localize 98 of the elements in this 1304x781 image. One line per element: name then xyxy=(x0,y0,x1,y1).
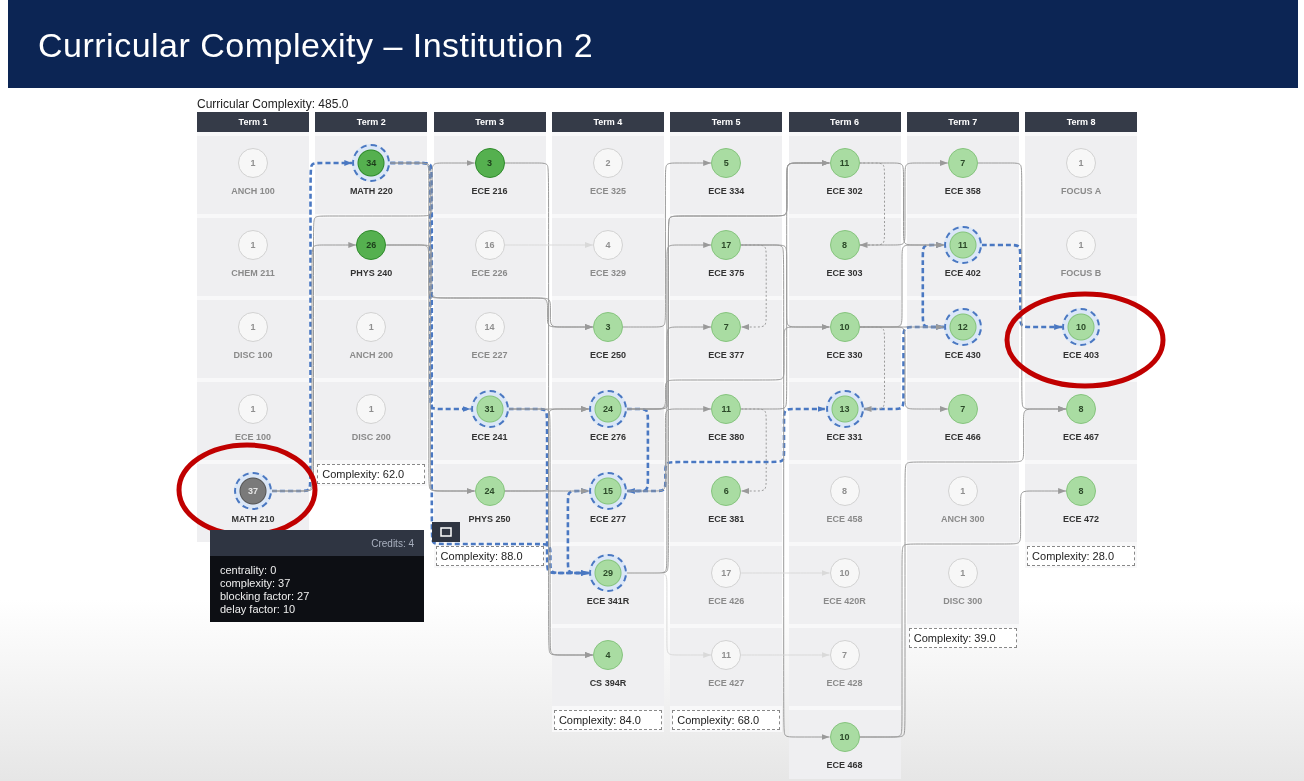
term-header: Term 3 xyxy=(433,112,546,132)
prerequisite-arrow xyxy=(566,488,589,575)
course-label: DISC 100 xyxy=(233,350,273,361)
course-label: ECE 302 xyxy=(826,186,863,197)
course-label: ANCH 200 xyxy=(349,350,394,361)
prerequisite-arrow xyxy=(626,407,650,494)
course-label: ECE 458 xyxy=(826,514,863,525)
prerequisite-arrow xyxy=(504,242,594,248)
prerequisite-arrow xyxy=(740,408,767,494)
course-label: ECE 468 xyxy=(826,760,863,771)
course-label: FOCUS A xyxy=(1061,186,1102,197)
prerequisite-arrow xyxy=(626,572,712,658)
prerequisite-arrow xyxy=(272,160,353,493)
course-label: ECE 381 xyxy=(708,514,745,525)
course-label: ECE 426 xyxy=(708,596,745,607)
term-column xyxy=(788,112,901,779)
course-label: ECE 403 xyxy=(1063,350,1100,361)
course-label: MATH 220 xyxy=(349,186,393,197)
course-label: DISC 300 xyxy=(943,596,983,607)
prerequisite-arrow xyxy=(626,406,826,493)
course-label: ECE 276 xyxy=(589,432,626,443)
course-label: ECE 375 xyxy=(708,268,745,279)
prerequisite-arrow xyxy=(859,488,1067,738)
prerequisite-arrow xyxy=(740,244,830,740)
tooltip xyxy=(210,530,424,622)
course-label: FOCUS B xyxy=(1060,268,1102,279)
complexity-box: Complexity: 62.0 xyxy=(317,464,426,484)
course-label: ECE 377 xyxy=(708,350,745,361)
tooltip-line: blocking factor: 27 xyxy=(220,590,310,602)
total-complexity-text: Curricular Complexity: 485.0 xyxy=(197,97,349,111)
course-label: DISC 200 xyxy=(351,432,391,443)
term-column xyxy=(1025,112,1138,568)
course-label: MATH 210 xyxy=(231,514,275,525)
term-column xyxy=(670,112,783,732)
term-header: Term 7 xyxy=(906,112,1019,132)
prerequisite-arrow xyxy=(740,244,767,330)
course-label: ECE 467 xyxy=(1063,432,1100,443)
course-label: PHYS 250 xyxy=(468,514,511,525)
course-label: ECE 241 xyxy=(471,432,508,443)
term-column xyxy=(433,112,546,568)
course-label: ECE 430 xyxy=(944,350,981,361)
tooltip-line: centrality: 0 xyxy=(220,564,277,576)
complexity-box: Complexity: 28.0 xyxy=(1027,546,1136,566)
course-label: ECE 329 xyxy=(589,268,626,279)
slide-title: Curricular Complexity – Institution 2 xyxy=(38,26,594,65)
complexity-box: Complexity: 39.0 xyxy=(908,628,1017,648)
course-label: ECE 331 xyxy=(826,432,863,443)
course-label: ECE 380 xyxy=(708,432,745,443)
complexity-box: Complexity: 88.0 xyxy=(435,546,544,566)
course-label: CS 394R xyxy=(589,678,627,689)
course-label: ECE 250 xyxy=(589,350,626,361)
term-header: Term 4 xyxy=(551,112,664,132)
course-label: ECE 227 xyxy=(471,350,508,361)
term-header: Term 6 xyxy=(788,112,901,132)
course-label: ECE 428 xyxy=(826,678,863,689)
term-header: Term 5 xyxy=(670,112,783,132)
term-column xyxy=(551,112,664,732)
term-header: Term 1 xyxy=(197,112,309,132)
term-column xyxy=(906,112,1019,650)
prerequisite-arrow xyxy=(385,244,476,494)
course-label: ECE 325 xyxy=(589,186,626,197)
tooltip-line: complexity: 37 xyxy=(220,577,291,589)
course-label: PHYS 240 xyxy=(350,268,393,279)
course-label: ECE 466 xyxy=(944,432,981,443)
course-label: CHEM 211 xyxy=(231,268,275,279)
prerequisite-arrow xyxy=(626,406,712,492)
course-label: ECE 341R xyxy=(586,596,630,607)
term-header: Term 2 xyxy=(315,112,428,132)
prerequisite-arrow xyxy=(622,160,712,328)
course-label: ECE 402 xyxy=(944,268,981,279)
prerequisite-arrow xyxy=(504,488,590,494)
prerequisite-arrow xyxy=(740,160,830,410)
tooltip-header: Credits: 4 xyxy=(210,530,424,556)
term-column xyxy=(315,112,428,486)
complexity-box: Complexity: 84.0 xyxy=(553,710,662,730)
term-header: Term 8 xyxy=(1025,112,1138,132)
prerequisite-arrow xyxy=(921,242,944,329)
course-label: ECE 216 xyxy=(471,186,508,197)
course-label: ANCH 300 xyxy=(941,514,985,525)
course-label: ECE 330 xyxy=(826,350,863,361)
course-label: ECE 303 xyxy=(826,268,863,279)
course-label: ECE 427 xyxy=(708,678,745,689)
course-label: ECE 472 xyxy=(1063,514,1100,525)
tooltip-line: delay factor: 10 xyxy=(220,603,296,615)
prerequisite-arrow xyxy=(740,570,830,576)
course-label: ECE 226 xyxy=(471,268,508,279)
course-label: ECE 358 xyxy=(944,186,981,197)
course-label: ECE 420R xyxy=(823,596,866,607)
prerequisite-arrow xyxy=(271,160,476,492)
prerequisite-arrow xyxy=(859,162,885,248)
course-label: ECE 334 xyxy=(708,186,745,197)
prerequisite-arrow xyxy=(981,243,1063,330)
complexity-box: Complexity: 68.0 xyxy=(672,710,781,730)
term-column xyxy=(197,112,309,542)
course-label: ANCH 100 xyxy=(231,186,275,197)
course-label: ECE 100 xyxy=(235,432,271,443)
course-label: ECE 277 xyxy=(589,514,626,525)
prerequisite-arrow xyxy=(740,652,830,658)
